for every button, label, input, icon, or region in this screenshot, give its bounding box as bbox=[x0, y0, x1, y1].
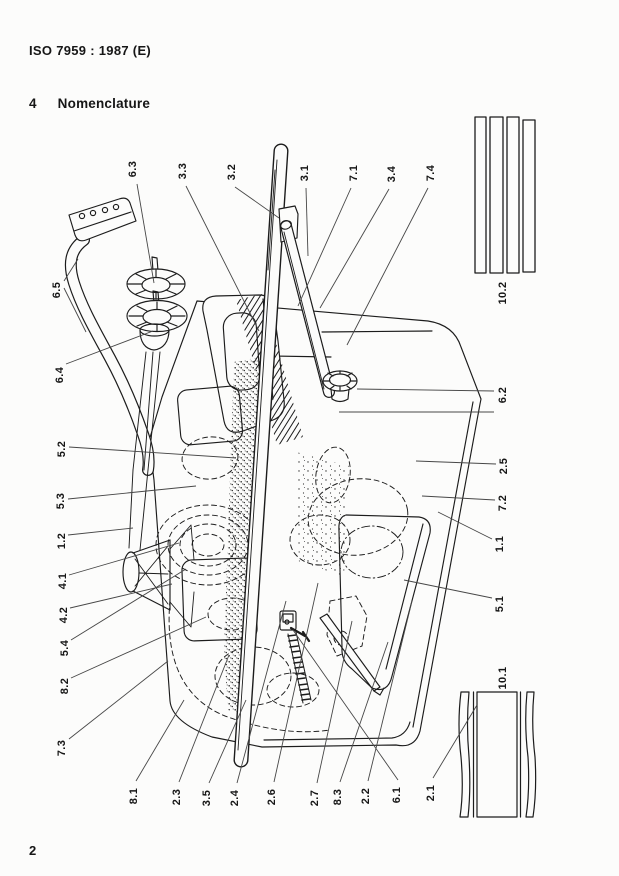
callout-label-2.5: 2.5 bbox=[498, 458, 510, 475]
stipple-texture-right bbox=[296, 452, 349, 576]
section-number: 4 bbox=[29, 96, 37, 111]
callout-label-3.5: 3.5 bbox=[201, 790, 213, 807]
leader-line-8.1 bbox=[135, 699, 185, 782]
scale-bar-10-1 bbox=[458, 691, 537, 818]
document-header: ISO 7959 : 1987 (E) bbox=[29, 43, 152, 58]
callout-label-5.1: 5.1 bbox=[494, 596, 506, 613]
rack-strip bbox=[287, 631, 312, 704]
leader-line-5.4 bbox=[70, 568, 187, 641]
handle-grip bbox=[68, 197, 137, 242]
callout-label-5.4: 5.4 bbox=[59, 639, 71, 656]
callout-label-2.3: 2.3 bbox=[171, 789, 183, 806]
wheel-stem bbox=[128, 323, 170, 551]
leader-line-7.2 bbox=[421, 495, 496, 501]
callout-label-6.2: 6.2 bbox=[497, 387, 509, 404]
leader-line-5.1 bbox=[403, 579, 493, 599]
support-rod bbox=[278, 205, 335, 398]
callout-label-3.4: 3.4 bbox=[386, 165, 398, 182]
callout-label-1.2: 1.2 bbox=[56, 533, 68, 550]
guide-bar bbox=[233, 143, 289, 768]
callout-label-10.1: 10.1 bbox=[497, 666, 509, 689]
leader-line-2.5 bbox=[415, 460, 497, 465]
callout-label-6.1: 6.1 bbox=[391, 787, 403, 804]
handle-tube bbox=[64, 234, 155, 476]
leader-line-7.4 bbox=[346, 187, 429, 346]
callout-label-4.2: 4.2 bbox=[58, 607, 70, 624]
callout-label-3.1: 3.1 bbox=[299, 165, 311, 182]
scale-bar-10-2 bbox=[474, 116, 536, 274]
callout-label-6.5: 6.5 bbox=[51, 282, 63, 299]
callout-label-7.2: 7.2 bbox=[497, 495, 509, 512]
leader-line-6.5 bbox=[63, 287, 87, 333]
leader-line-7.3 bbox=[68, 660, 169, 740]
callout-label-7.1: 7.1 bbox=[348, 165, 360, 182]
callouts-layer: 6.3 3.3 3.2 3.1 7.1 3.4 7.4 6.5 6.4 5.2 5.3 1.2 4.1 4… bbox=[51, 161, 510, 807]
leader-line-3.3 bbox=[185, 185, 260, 332]
chute-edge bbox=[319, 613, 385, 696]
callout-label-4.1: 4.1 bbox=[57, 573, 69, 590]
section-heading: 4 Nomenclature bbox=[29, 96, 150, 111]
callout-label-8.2: 8.2 bbox=[59, 678, 71, 695]
leader-line-4.1 bbox=[68, 542, 180, 576]
leader-line-2.1 bbox=[432, 704, 478, 779]
callout-label-1.1: 1.1 bbox=[494, 536, 506, 553]
leader-line-8.2 bbox=[70, 616, 207, 679]
leader-line-2.3 bbox=[178, 654, 230, 783]
leader-line-6.1 bbox=[292, 629, 399, 781]
leader-line-1.1 bbox=[437, 511, 493, 540]
leader-line-5.3 bbox=[67, 485, 197, 500]
drive-hub-cone bbox=[122, 524, 195, 628]
leader-line-3.5 bbox=[208, 699, 247, 784]
leader-line-2.2 bbox=[367, 600, 413, 782]
callout-label-5.3: 5.3 bbox=[55, 493, 67, 510]
section-title: Nomenclature bbox=[57, 96, 151, 111]
callout-label-3.3: 3.3 bbox=[177, 163, 189, 180]
callout-label-7.3: 7.3 bbox=[56, 740, 68, 757]
callout-label-8.3: 8.3 bbox=[332, 789, 344, 806]
callout-label-8.1: 8.1 bbox=[128, 788, 140, 805]
page-number: 2 bbox=[29, 843, 37, 858]
callout-label-3.2: 3.2 bbox=[226, 164, 238, 181]
leader-line-6.2 bbox=[356, 388, 495, 392]
fuel-cap bbox=[322, 370, 358, 403]
callout-label-6.3: 6.3 bbox=[127, 161, 139, 178]
callout-label-2.7: 2.7 bbox=[309, 790, 321, 807]
callout-label-2.6: 2.6 bbox=[266, 789, 278, 806]
leader-line-8.3 bbox=[339, 641, 389, 783]
leader-line-2.6 bbox=[273, 582, 319, 783]
leader-line-3.2 bbox=[234, 186, 280, 219]
callout-label-7.4: 7.4 bbox=[425, 164, 437, 181]
leader-line-6.3 bbox=[136, 183, 155, 284]
leader-line-2.7 bbox=[316, 620, 353, 784]
callout-label-2.2: 2.2 bbox=[360, 788, 372, 805]
leader-line-6.4 bbox=[65, 330, 154, 365]
leader-line-3.1 bbox=[305, 187, 309, 257]
hand-wheel-lower bbox=[126, 290, 188, 333]
callout-label-2.4: 2.4 bbox=[229, 789, 241, 806]
callout-label-5.2: 5.2 bbox=[56, 441, 68, 458]
leader-line-1.2 bbox=[67, 527, 134, 536]
leader-line-3.4 bbox=[319, 188, 390, 309]
callout-label-2.1: 2.1 bbox=[425, 785, 437, 802]
hand-wheel-upper bbox=[126, 256, 186, 300]
callout-label-6.4: 6.4 bbox=[54, 366, 66, 383]
leader-line-7.1 bbox=[297, 187, 352, 307]
leader-line-5.2 bbox=[68, 446, 237, 459]
leader-line-2.4 bbox=[236, 600, 287, 784]
leader-line-6.5 bbox=[63, 258, 79, 282]
callout-label-10.2: 10.2 bbox=[497, 281, 509, 304]
